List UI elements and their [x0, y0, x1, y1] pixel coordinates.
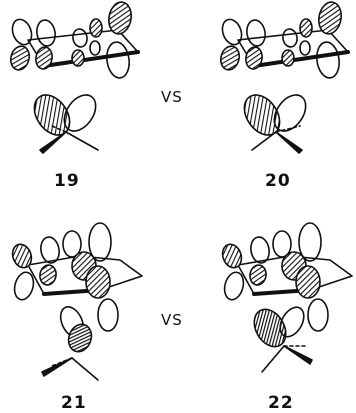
structure-label-22: 22 — [268, 393, 294, 413]
orbitals-19-ring — [9, 1, 132, 79]
structure-19 — [9, 1, 140, 154]
structure-label-19: 19 — [54, 171, 80, 191]
carbocation-22 — [253, 306, 313, 373]
carbocation-21 — [41, 306, 99, 381]
structure-label-21: 21 — [61, 393, 87, 413]
structure-21 — [11, 222, 143, 381]
vs-label-bottom: VS — [161, 311, 183, 329]
structure-label-20: 20 — [265, 171, 291, 191]
structure-22 — [221, 222, 353, 373]
carbocation-20 — [243, 94, 307, 154]
orbitals-22-ring — [221, 222, 329, 332]
orbitals-20-ring — [219, 1, 342, 79]
vs-label-top: VS — [161, 88, 183, 106]
orbitals-21-ring — [11, 222, 119, 332]
carbocation-19 — [33, 94, 99, 154]
structure-20 — [219, 1, 350, 154]
